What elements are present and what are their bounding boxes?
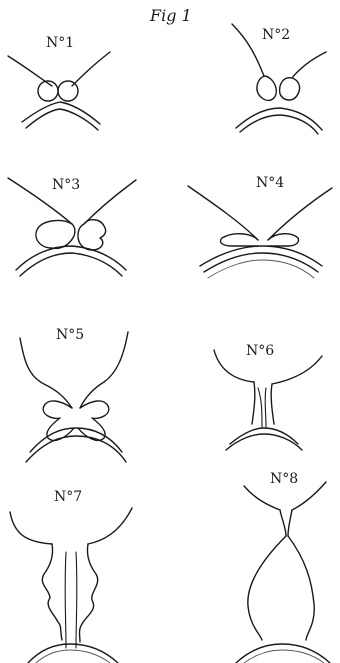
- panel-1-drawing: [8, 52, 110, 130]
- panel-6-drawing: [214, 350, 322, 450]
- panel-5-drawing: [20, 332, 128, 462]
- panel-7-drawing: [10, 508, 132, 663]
- panel-8-drawing: [236, 482, 330, 663]
- panel-3-drawing: [8, 178, 136, 276]
- panel-4-drawing: [188, 186, 332, 278]
- panel-2-drawing: [232, 24, 326, 134]
